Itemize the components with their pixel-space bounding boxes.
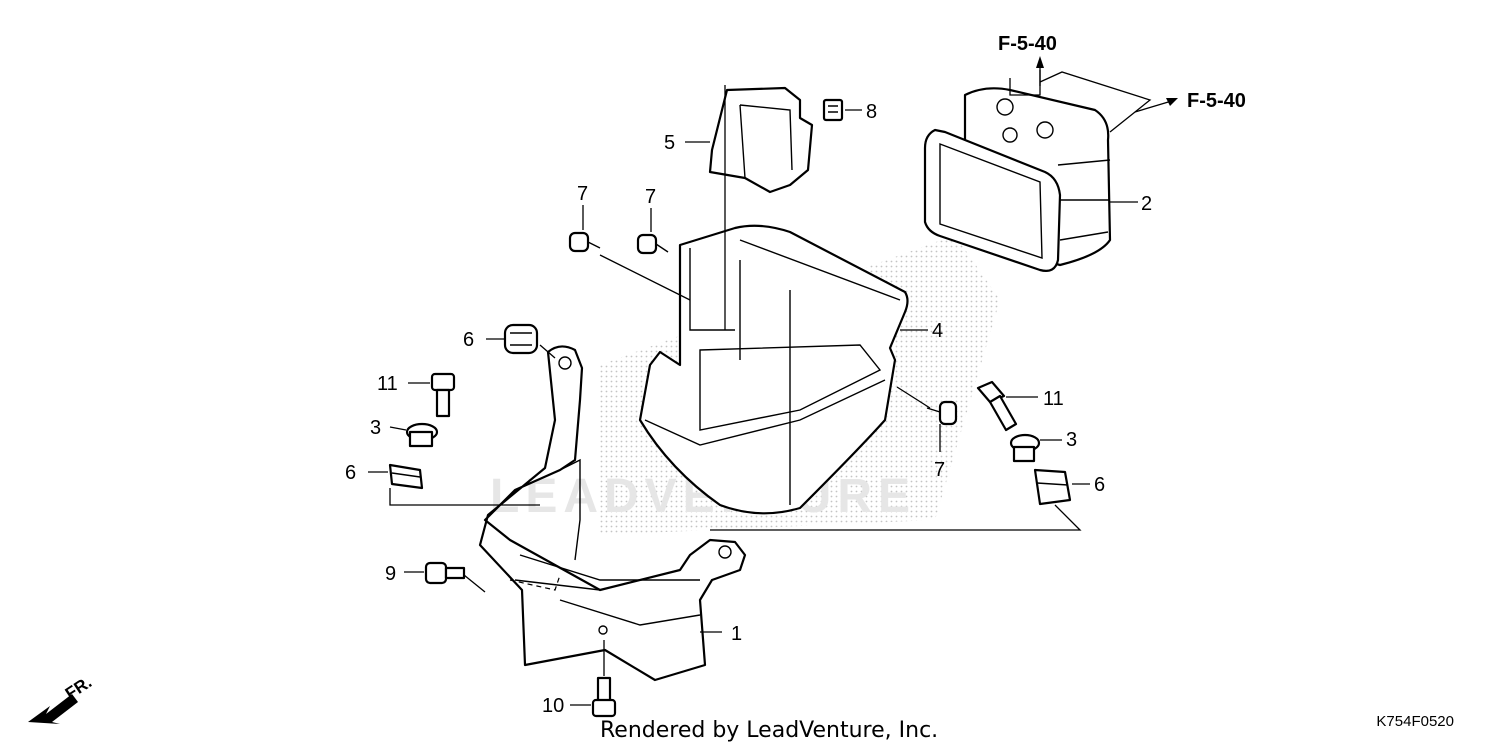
bracket-cover: [708, 85, 814, 330]
callout-3-left: 3: [370, 417, 381, 439]
abs-modulator: [923, 70, 1176, 272]
callout-6-left: 6: [345, 462, 356, 484]
grommet-right: [710, 468, 1090, 531]
screw-3: [896, 386, 958, 452]
bolt-left: [408, 372, 456, 418]
callout-8: 8: [866, 101, 877, 123]
callout-7-2: 7: [645, 186, 656, 208]
collar-right: [1009, 433, 1062, 463]
callout-7-3: 7: [934, 459, 945, 481]
reference-arrows: [1036, 56, 1178, 106]
callout-1: 1: [731, 623, 742, 645]
callout-11-left: 11: [377, 373, 398, 395]
callout-10: 10: [542, 695, 564, 717]
grommet-upper: [486, 323, 556, 359]
rendered-by-credit: Rendered by LeadVenture, Inc.: [600, 718, 939, 743]
clip-nut: [822, 98, 862, 122]
reference-top: F-5-40: [998, 33, 1057, 55]
flange-bolt: [404, 561, 486, 593]
callout-9: 9: [385, 563, 396, 585]
callout-4: 4: [932, 320, 943, 342]
reference-right: F-5-40: [1187, 90, 1246, 112]
callout-2: 2: [1141, 193, 1152, 215]
callout-5: 5: [664, 132, 675, 154]
bolt-bottom: [570, 640, 617, 718]
bolt-right: [976, 380, 1038, 432]
battery-case: [638, 224, 909, 515]
callout-3-right: 3: [1066, 429, 1077, 451]
callout-6-right: 6: [1094, 474, 1105, 496]
callout-11-right: 11: [1043, 388, 1064, 410]
screw-2: [636, 208, 669, 255]
lower-bracket: [478, 345, 747, 682]
grommet-left: [368, 463, 540, 506]
callout-6-upper: 6: [463, 329, 474, 351]
collar-left: [389, 422, 439, 448]
callout-7-1: 7: [577, 183, 588, 205]
figure-code: K754F0520: [1376, 713, 1454, 730]
screw-1: [568, 205, 691, 301]
front-direction-arrow: FR.: [28, 673, 95, 724]
